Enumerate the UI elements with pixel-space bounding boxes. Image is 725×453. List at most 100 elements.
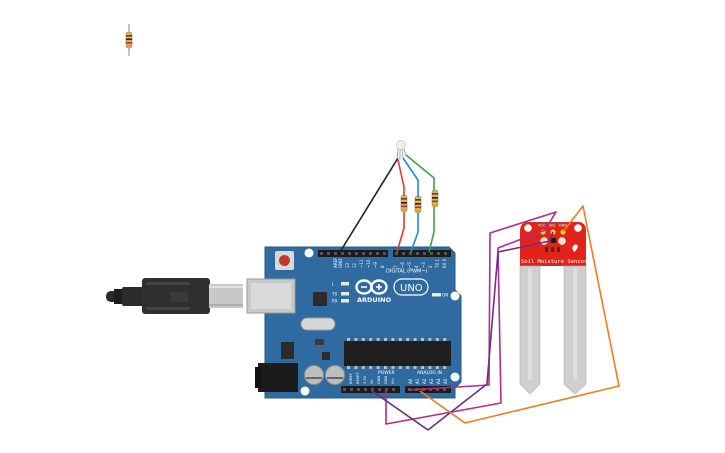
header-pin[interactable] xyxy=(364,388,367,391)
header-pin[interactable] xyxy=(429,388,432,391)
header-pin[interactable] xyxy=(383,252,386,255)
header-pin[interactable] xyxy=(371,388,374,391)
uno-model-text: UNO xyxy=(400,283,423,294)
resistor-green[interactable] xyxy=(431,189,439,208)
power-pin-label: 3.3V xyxy=(363,375,367,384)
power-header[interactable] xyxy=(341,386,400,393)
l-led xyxy=(341,282,349,286)
analog-pin-label: A2 xyxy=(422,378,427,384)
analog-pin-label: A5 xyxy=(443,378,448,384)
header-pin[interactable] xyxy=(430,252,433,255)
voltage-regulator xyxy=(281,342,294,359)
on-led xyxy=(432,293,441,297)
analog-pin-label: A1 xyxy=(415,378,420,384)
digital-pin-label: ~5 xyxy=(407,262,412,268)
wire-red[interactable] xyxy=(396,159,405,253)
header-pin[interactable] xyxy=(334,252,337,255)
resistor-red[interactable] xyxy=(400,194,408,213)
digital-pin-label: 4 xyxy=(414,265,419,268)
header-pin[interactable] xyxy=(327,252,330,255)
digital-pin-label: ~6 xyxy=(400,262,405,268)
header-pin[interactable] xyxy=(436,388,439,391)
on-led-label: ON xyxy=(442,293,448,298)
tx-led xyxy=(341,292,349,296)
wire-green[interactable] xyxy=(405,154,435,253)
rgb-led[interactable] xyxy=(396,140,407,161)
wire-purple-sig[interactable] xyxy=(371,231,554,431)
analog-pin-label: A4 xyxy=(436,378,441,384)
mounting-hole xyxy=(304,248,314,258)
resistor-blue[interactable] xyxy=(414,195,422,214)
soil-moisture-sensor[interactable]: VCC SIG GND Soil Moisture Sensor xyxy=(519,222,588,395)
reset-button[interactable] xyxy=(275,251,294,270)
digital-header[interactable] xyxy=(318,250,451,257)
usb-chip xyxy=(313,292,327,306)
sensor-sig-label: SIG xyxy=(549,224,555,228)
power-pin-label: GND xyxy=(384,376,388,384)
loose-resistor[interactable] xyxy=(125,24,133,56)
header-pin[interactable] xyxy=(437,252,440,255)
header-pin[interactable] xyxy=(348,252,351,255)
digital-pin-label: RX 0 xyxy=(442,258,447,268)
analog-pin-label: A0 xyxy=(408,378,413,384)
power-pin-label: Vin xyxy=(391,378,395,384)
power-pin-label: IOREF xyxy=(349,373,353,384)
gnd-label: GND xyxy=(338,259,343,268)
mounting-hole xyxy=(300,386,310,396)
header-pin[interactable] xyxy=(443,388,446,391)
digital-pwm-label: DIGITAL (PWM~) xyxy=(386,269,428,275)
header-pin[interactable] xyxy=(423,252,426,255)
header-pin[interactable] xyxy=(395,252,398,255)
header-pin[interactable] xyxy=(378,388,381,391)
header-pin[interactable] xyxy=(392,388,395,391)
header-pin[interactable] xyxy=(343,388,346,391)
header-pin[interactable] xyxy=(416,252,419,255)
digital-pin-label: ~11 xyxy=(359,259,364,268)
header-pin[interactable] xyxy=(369,252,372,255)
arduino-logo xyxy=(355,279,388,295)
water-drop-icon xyxy=(572,244,578,252)
header-pin[interactable] xyxy=(341,252,344,255)
header-pin[interactable] xyxy=(402,252,405,255)
digital-pin-label: 13 xyxy=(345,262,350,268)
header-pin[interactable] xyxy=(376,252,379,255)
aref-label: AREF xyxy=(333,257,338,268)
capacitor xyxy=(304,365,324,385)
sensor-gnd-label: GND xyxy=(559,224,567,228)
rx-led xyxy=(341,299,349,303)
tx-led-label: TX xyxy=(331,292,337,297)
power-pin-label: RESET xyxy=(356,372,360,384)
header-pin[interactable] xyxy=(444,252,447,255)
digital-pin-label: TX 1 xyxy=(435,259,440,269)
analog-in-label: ANALOG IN xyxy=(417,370,442,376)
digital-pin-label: ~3 xyxy=(421,262,426,268)
digital-pin-label: ~10 xyxy=(366,259,371,268)
uno-badge xyxy=(393,278,429,296)
header-pin[interactable] xyxy=(320,252,323,255)
header-pin[interactable] xyxy=(409,252,412,255)
header-pin[interactable] xyxy=(362,252,365,255)
wire-black[interactable] xyxy=(339,157,399,253)
usb-cable[interactable] xyxy=(106,278,243,314)
wire-orange-gnd[interactable] xyxy=(419,205,620,424)
header-pin[interactable] xyxy=(355,252,358,255)
header-pin[interactable] xyxy=(385,388,388,391)
crystal-oscillator xyxy=(300,317,336,331)
power-jack xyxy=(258,363,298,392)
sensor-title: Soil Moisture Sensor xyxy=(521,259,588,265)
capacitor xyxy=(325,365,345,385)
header-pin[interactable] xyxy=(357,388,360,391)
wire-magenta-vcc[interactable] xyxy=(385,211,557,425)
digital-pin-label: 7 xyxy=(393,265,398,268)
rx-led-label: RX xyxy=(332,299,338,304)
power-pin-label: GND xyxy=(377,376,381,384)
power-pin-label: 5V xyxy=(370,379,374,384)
atmega-chip xyxy=(344,338,451,369)
wire-blue[interactable] xyxy=(402,157,419,253)
power-label: POWER xyxy=(378,370,395,376)
sensor-vcc-label: VCC xyxy=(538,224,546,228)
header-pin[interactable] xyxy=(350,388,353,391)
mounting-hole xyxy=(450,372,460,382)
